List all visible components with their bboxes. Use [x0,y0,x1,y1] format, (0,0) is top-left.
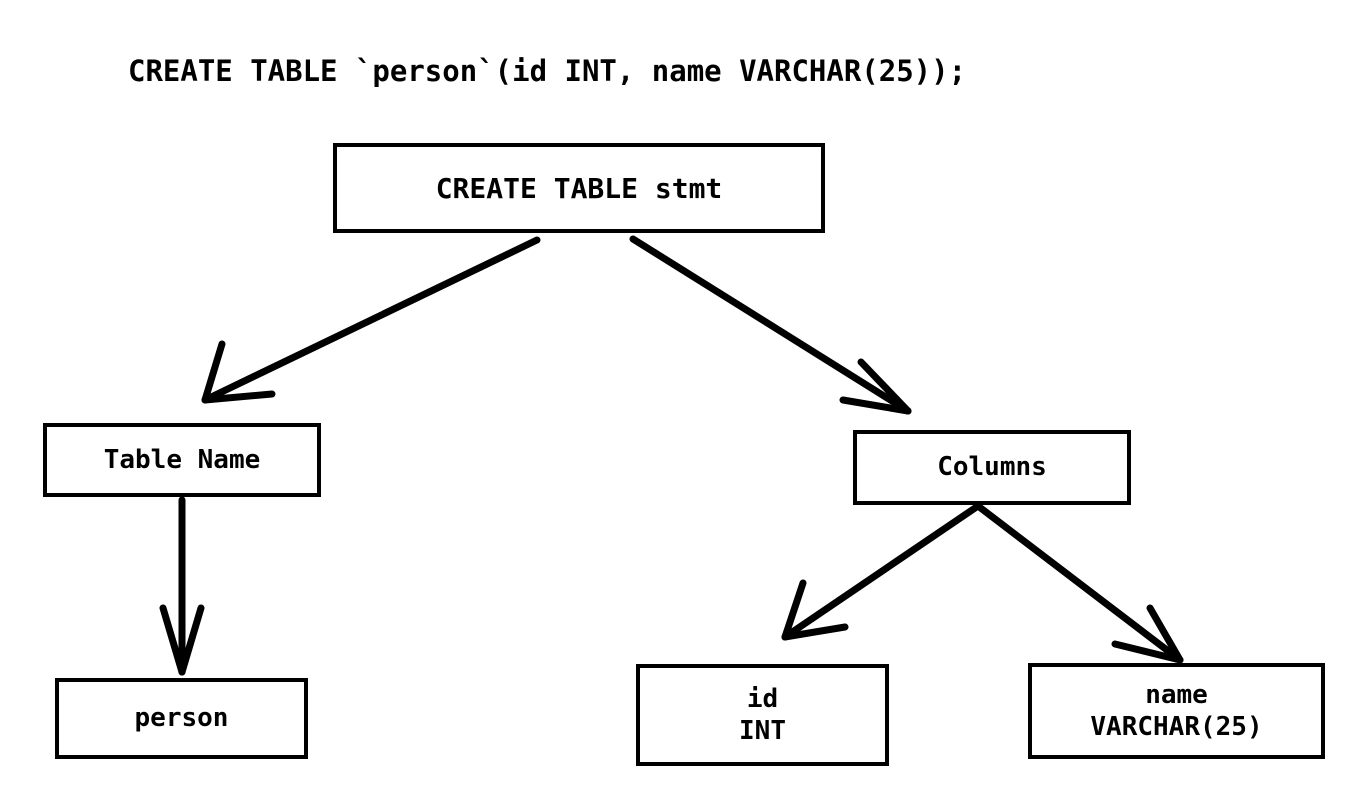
node-label: Table Name [103,444,261,475]
node-person[interactable]: person [55,678,308,759]
edge-table-name-to-person [159,496,205,676]
node-label-line1: id [746,683,779,714]
node-label: person [134,703,229,734]
edge-root-to-table-name [201,236,541,404]
node-create-table-stmt[interactable]: CREATE TABLE stmt [333,143,825,233]
node-label-line1: name [1145,679,1208,710]
edge-columns-to-name [974,502,1184,664]
sql-statement-caption: CREATE TABLE `person`(id INT, name VARCH… [128,54,967,88]
node-column-name[interactable]: name VARCHAR(25) [1028,663,1325,759]
node-label: CREATE TABLE stmt [435,171,723,205]
node-label-line2: VARCHAR(25) [1090,712,1263,742]
node-label-line2: INT [739,716,786,746]
edge-root-to-columns [629,235,912,415]
node-columns[interactable]: Columns [853,430,1131,505]
edge-columns-to-id [781,502,982,641]
node-table-name[interactable]: Table Name [43,423,321,497]
node-label: Columns [937,452,1047,483]
node-column-id[interactable]: id INT [636,664,889,766]
